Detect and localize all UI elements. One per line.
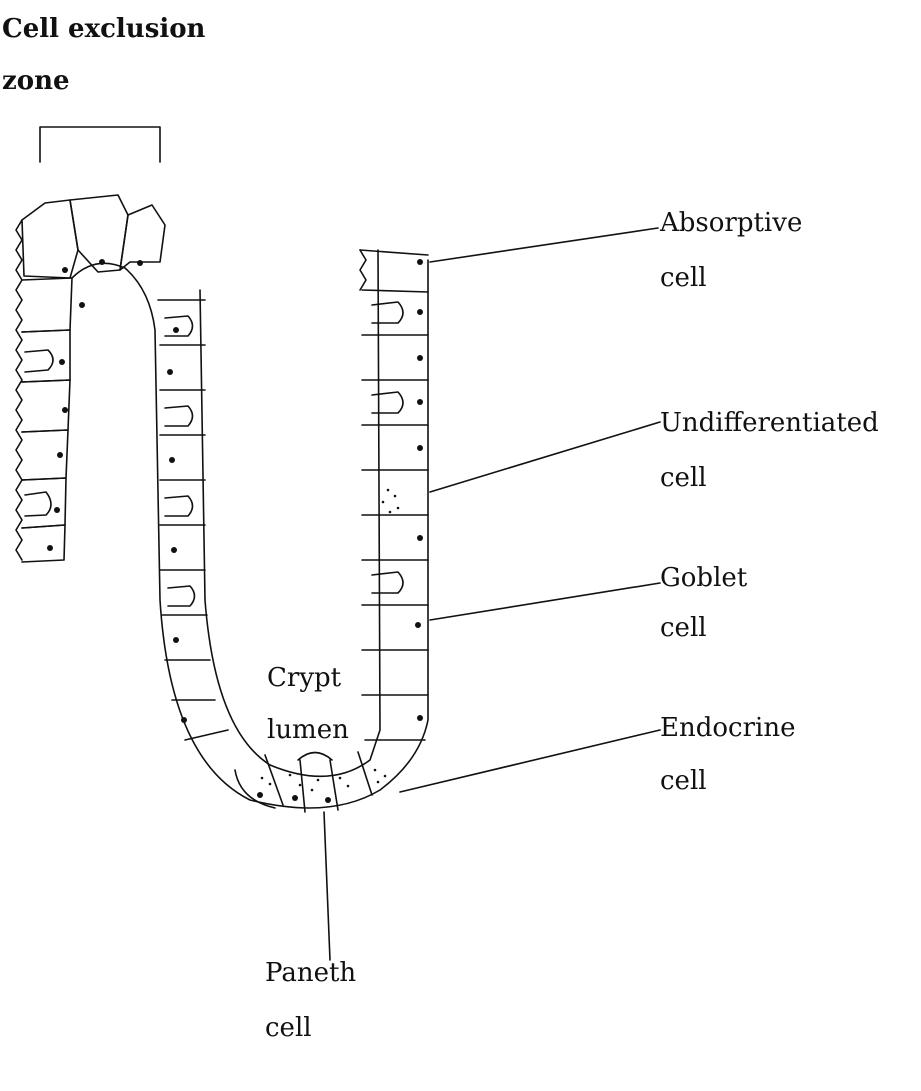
endocrine-label-2: cell: [660, 768, 707, 794]
crypt-lumen-label-2: lumen: [267, 717, 349, 743]
exclusion-zone-bracket: [40, 127, 160, 162]
crypt-right-outer-edge: [360, 250, 366, 290]
crypt-basal-membrane: [72, 260, 428, 808]
absorptive-label-1: Absorptive: [660, 210, 802, 236]
undifferentiated-label-2: cell: [660, 465, 707, 491]
crypt-lumen-label-1: Crypt: [267, 665, 341, 691]
title-line-1: Cell exclusion: [2, 16, 205, 42]
crypt-lumen-boundary: [200, 250, 380, 776]
paneth-label-1: Paneth: [265, 960, 356, 986]
absorptive-label-2: cell: [660, 265, 707, 291]
crypt-right-cells: [360, 250, 428, 740]
paneth-label-2: cell: [265, 1015, 312, 1041]
goblet-label-1: Goblet: [660, 565, 747, 591]
leader-lines: [324, 228, 660, 960]
endocrine-label-1: Endocrine: [660, 715, 795, 741]
title-line-2: zone: [2, 68, 70, 94]
goblet-label-2: cell: [660, 615, 707, 641]
crypt-left-cells: [158, 300, 228, 740]
villus-left-outer-edge: [16, 220, 22, 560]
cell-nuclei: [47, 259, 423, 803]
villus-left-cells: [22, 278, 72, 562]
undifferentiated-label-1: Undifferentiated: [660, 410, 879, 436]
